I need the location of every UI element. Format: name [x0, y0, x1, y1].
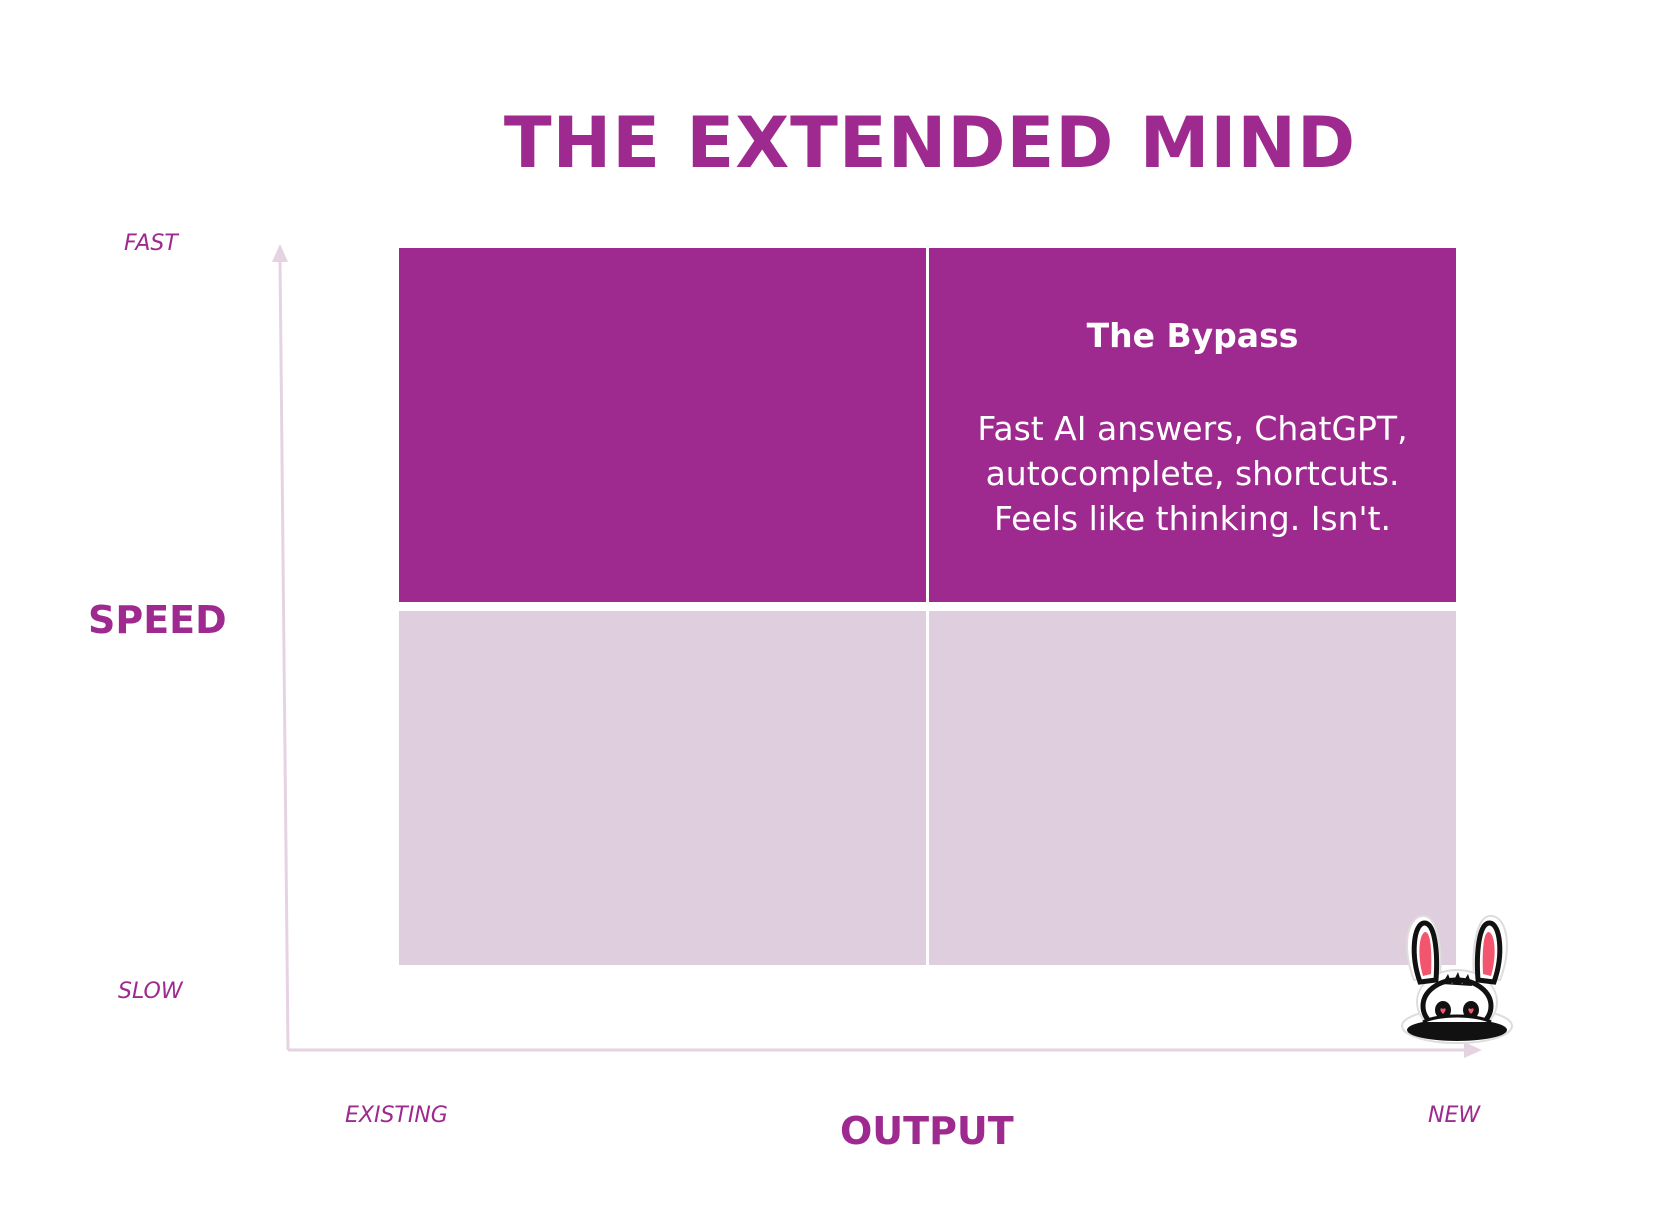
x-axis-line: [288, 1042, 1482, 1058]
y-axis-top-label: FAST: [124, 231, 178, 256]
x-axis-left-label: EXISTING: [345, 1103, 448, 1128]
quadrant-title-the-bypass: The Bypass: [1086, 316, 1299, 355]
quadrant-description-line: Feels like thinking. Isn't.: [993, 499, 1392, 538]
x-axis-right-label: NEW: [1428, 1103, 1481, 1128]
quadrant-bottom-right: [929, 611, 1456, 965]
quadrant-description-line: Fast AI answers, ChatGPT,: [977, 409, 1408, 448]
quadrant-bottom-left: [399, 611, 926, 965]
x-axis-label: OUTPUT: [840, 1109, 1014, 1153]
page-title: THE EXTENDED MIND: [503, 102, 1357, 184]
y-axis-bottom-label: SLOW: [118, 979, 183, 1004]
y-axis-label: SPEED: [88, 598, 227, 642]
bunny-in-hole-icon: [1401, 915, 1513, 1044]
quadrant-description: Fast AI answers, ChatGPT, autocomplete, …: [949, 406, 1436, 541]
y-axis-line: [272, 244, 290, 1051]
quadrant-description-line: autocomplete, shortcuts.: [985, 454, 1400, 493]
quadrant-top-right: The Bypass Fast AI answers, ChatGPT, aut…: [929, 248, 1456, 602]
quadrant-top-left: [399, 248, 926, 602]
